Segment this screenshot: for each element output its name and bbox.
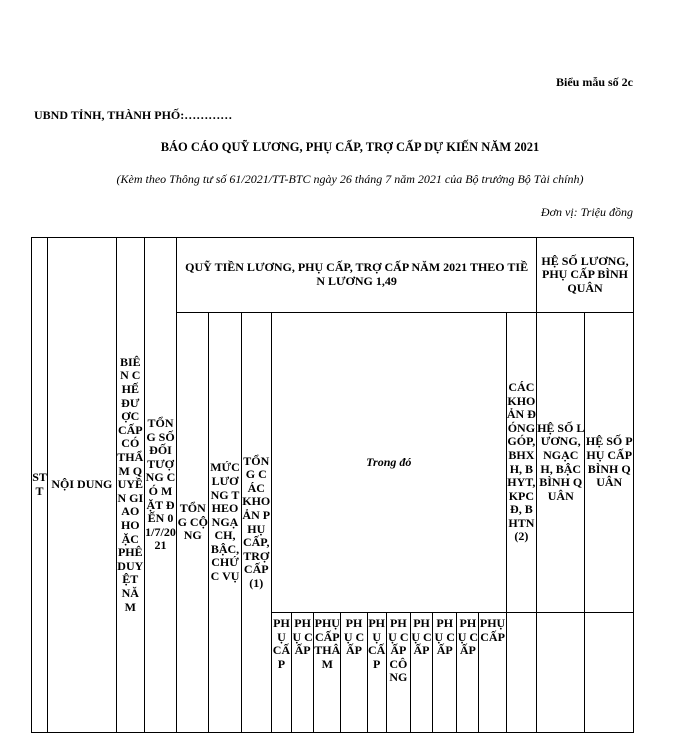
header-contributions: CÁC KHOẢN ĐÓNG GÓP, BHXH, BHYT, KPCĐ, BH… xyxy=(505,312,538,613)
header-of-which: Trong đó xyxy=(270,312,507,613)
allowance-col-8: PHỤ CẤP xyxy=(432,612,458,733)
contributions-blank xyxy=(505,612,538,733)
report-title: BÁO CÁO QUỸ LƯƠNG, PHỤ CẤP, TRỢ CẤP DỰ K… xyxy=(160,140,540,154)
header-total-allowance: TỔNG CÁC KHOẢN PHỤ CẤP, TRỢ CẤP (1) xyxy=(240,312,272,733)
header-staff-quota: BIÊN CHẾ ĐƯỢC CẤP CÓ THẨM QUYỀN GIAO HOẶ… xyxy=(115,237,145,733)
allowance-col-4: PHỤ CẤP xyxy=(340,612,368,733)
allowance-col-10: PHỤ CẤP xyxy=(478,612,507,733)
header-total: TỔNG CỘNG xyxy=(176,312,210,733)
allowance-col-2: PHỤ CẤP xyxy=(291,612,315,733)
header-stt: STT xyxy=(30,237,49,733)
organization-line: UBND TỈNH, THÀNH PHỐ:………… xyxy=(34,108,233,122)
allowance-col-6: PHỤ CẤP CÔNG xyxy=(385,612,411,733)
coef-allowance-blank xyxy=(584,612,634,733)
coef-salary-blank xyxy=(536,612,586,733)
header-total-present: TỔNG SỐ ĐỐI TƯỢNG CÓ MẶT ĐẾN 01/7/2021 xyxy=(143,237,178,733)
report-subtitle: (Kèm theo Thông tư số 61/2021/TT-BTC ngà… xyxy=(116,172,584,186)
allowance-col-7: PHỤ CẤP xyxy=(409,612,434,733)
form-number: Biểu mẫu số 2c xyxy=(555,75,633,89)
header-coef-allowance: HỆ SỐ PHỤ CẤP BÌNH QUÂN xyxy=(584,312,634,613)
header-content: NỘI DUNG xyxy=(47,237,117,733)
allowance-col-3: PHỤ CẤP THÂM xyxy=(313,612,342,733)
allowance-col-9: PHỤ CẤP xyxy=(456,612,480,733)
allowance-col-1: PHỤ CẤP xyxy=(270,612,293,733)
header-salary-rank: MỨC LƯƠNG THEO NGẠCH, BẬC, CHỨC VỤ xyxy=(208,312,242,733)
header-coef-salary: HỆ SỐ LƯƠNG, NGẠCH, BẬC BÌNH QUÂN xyxy=(536,312,586,613)
report-table: STT NỘI DUNG BIÊN CHẾ ĐƯỢC CẤP CÓ THẨM Q… xyxy=(30,237,634,733)
allowance-col-5: PHỤ CẤP xyxy=(366,612,387,733)
header-coef-group: HỆ SỐ LƯƠNG, PHỤ CẤP BÌNH QUÂN xyxy=(536,237,634,313)
unit-label: Đơn vị: Triệu đồng xyxy=(540,205,633,219)
header-fund-group: QUỸ TIỀN LƯƠNG, PHỤ CẤP, TRỢ CẤP NĂM 202… xyxy=(176,237,538,313)
document-page: Biểu mẫu số 2c UBND TỈNH, THÀNH PHỐ:…………… xyxy=(30,75,634,733)
